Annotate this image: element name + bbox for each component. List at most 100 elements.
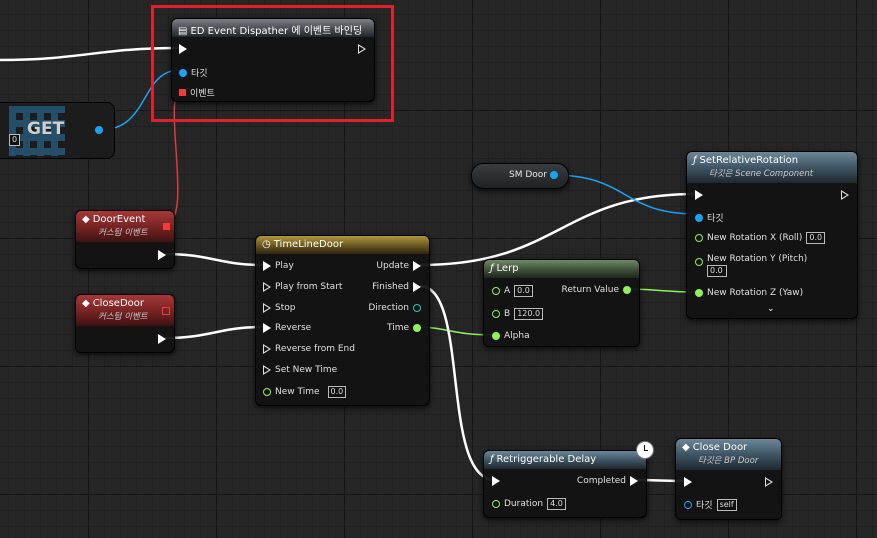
delay-completed-label: Completed xyxy=(576,476,626,486)
door-event-delegate-pin[interactable] xyxy=(163,223,170,230)
lerp-title: Lerp xyxy=(496,263,519,274)
timeline-direction-pin[interactable]: Direction xyxy=(364,303,421,313)
delay-duration-field[interactable]: 4.0 xyxy=(547,498,566,510)
set-rotation-z-pin[interactable]: New Rotation Z (Yaw) xyxy=(695,288,807,298)
exec-in-icon xyxy=(263,365,271,375)
door-event-exec-out[interactable] xyxy=(158,250,166,260)
event-diamond-icon: ◆ xyxy=(82,214,90,225)
delegate-pin-icon xyxy=(179,89,186,96)
timeline-stop-pin[interactable]: Stop xyxy=(263,303,299,313)
timeline-finished-pin[interactable]: Finished xyxy=(368,282,421,292)
close-door-exec-in[interactable] xyxy=(684,477,692,487)
get-output-pin[interactable] xyxy=(95,126,103,134)
bind-target-label: 타깃 xyxy=(191,69,208,79)
target-pin-icon xyxy=(179,68,187,77)
delay-exec-in[interactable] xyxy=(492,476,500,486)
object-pin-icon xyxy=(684,500,692,509)
wire-exec-update-setrot xyxy=(419,192,696,267)
exec-in-icon xyxy=(695,190,703,200)
timeline-node[interactable]: ◷TimeLineDoor Play Play from Start Stop … xyxy=(255,235,430,406)
close-door-event-subtitle: 커스텀 이벤트 xyxy=(98,312,148,322)
set-relative-rotation-subtitle: 타깃은 Scene Component xyxy=(709,169,814,179)
function-icon: ƒ xyxy=(490,454,494,465)
set-rotation-y-label: New Rotation Y (Pitch) xyxy=(707,254,808,264)
bind-exec-out[interactable] xyxy=(358,44,366,54)
function-icon: ƒ xyxy=(490,263,494,274)
timeline-reverse-from-end-pin[interactable]: Reverse from End xyxy=(263,344,359,354)
timeline-set-new-time-label: Set New Time xyxy=(275,365,338,375)
set-rotation-target-pin[interactable]: 타깃 xyxy=(695,211,728,224)
float-pin-icon xyxy=(413,324,421,332)
lerp-return-label: Return Value xyxy=(561,285,619,295)
timeline-play-from-start-label: Play from Start xyxy=(275,282,343,292)
set-rotation-y-field[interactable]: 0.0 xyxy=(707,265,727,277)
sm-door-output-pin[interactable] xyxy=(550,171,558,179)
set-rotation-exec-in[interactable] xyxy=(695,190,703,200)
close-door-event-exec-out[interactable] xyxy=(158,334,166,344)
exec-in-icon xyxy=(263,282,271,292)
timeline-set-new-time-pin[interactable]: Set New Time xyxy=(263,365,341,375)
timeline-direction-label: Direction xyxy=(368,303,409,313)
exec-out-icon xyxy=(413,261,421,271)
sm-door-variable-node[interactable]: SM Door xyxy=(471,163,569,189)
bind-target-pin[interactable]: 타깃 xyxy=(179,66,212,79)
exec-out-icon xyxy=(358,44,366,54)
get-index-field[interactable]: 0 xyxy=(9,134,21,146)
exec-out-icon xyxy=(158,250,166,260)
exec-out-icon xyxy=(841,190,849,200)
wire-exec-finished-delay xyxy=(419,284,496,482)
function-diamond-icon: ◆ xyxy=(682,442,690,453)
lerp-b-label: B xyxy=(504,309,511,319)
set-rotation-target-label: 타깃 xyxy=(707,214,724,224)
timeline-new-time-field[interactable]: 0.0 xyxy=(327,386,347,398)
timeline-time-pin[interactable]: Time xyxy=(383,323,421,333)
function-icon: ƒ xyxy=(693,155,697,166)
get-array-node[interactable]: GET 0 xyxy=(0,102,115,159)
close-door-event-node[interactable]: ◆CloseDoor 커스텀 이벤트 xyxy=(75,294,175,353)
lerp-a-label: A xyxy=(504,286,511,296)
set-rotation-exec-out[interactable] xyxy=(841,190,849,200)
float-pin-icon xyxy=(263,388,271,396)
exec-out-icon xyxy=(158,334,166,344)
lerp-b-field[interactable]: 120.0 xyxy=(514,308,544,320)
timeline-update-pin[interactable]: Update xyxy=(372,261,421,271)
set-rotation-x-pin[interactable]: New Rotation X (Roll)0.0 xyxy=(695,232,826,244)
get-node-label: GET xyxy=(27,119,65,139)
delay-completed-pin[interactable]: Completed xyxy=(573,476,638,486)
sm-door-label: SM Door xyxy=(509,170,547,180)
bind-event-node[interactable]: ▤ED Event Dispather 에 이벤트 바인딩 타깃 이벤트 xyxy=(171,18,375,102)
close-door-exec-out[interactable] xyxy=(765,477,773,487)
lerp-a-field[interactable]: 0.0 xyxy=(514,285,533,297)
close-door-function-title: Close Door xyxy=(692,442,748,453)
bind-event-pin[interactable]: 이벤트 xyxy=(179,86,219,99)
set-rotation-y-pin[interactable]: New Rotation Y (Pitch)0.0 xyxy=(695,254,811,277)
timeline-reverse-label: Reverse xyxy=(275,323,312,333)
close-door-function-header: ◆Close Door 타깃은 BP Door xyxy=(676,439,781,470)
timeline-reverse-pin[interactable]: Reverse xyxy=(263,323,315,333)
door-event-node[interactable]: ◆DoorEvent 커스텀 이벤트 xyxy=(75,210,175,269)
lerp-return-pin[interactable]: Return Value xyxy=(558,285,631,295)
timeline-play-pin[interactable]: Play xyxy=(263,261,298,271)
lerp-alpha-pin[interactable]: Alpha xyxy=(492,331,534,341)
timeline-header: ◷TimeLineDoor xyxy=(256,236,429,254)
close-door-target-field[interactable]: self xyxy=(716,498,737,511)
set-rotation-x-field[interactable]: 0.0 xyxy=(806,232,826,244)
expand-chevron-icon[interactable]: ⌄ xyxy=(767,304,775,314)
timeline-play-from-start-pin[interactable]: Play from Start xyxy=(263,282,346,292)
exec-in-icon xyxy=(179,44,187,54)
close-door-target-label: 타깃 xyxy=(696,501,713,511)
bind-exec-in[interactable] xyxy=(179,44,187,54)
close-door-event-delegate-pin[interactable] xyxy=(162,307,170,315)
float-pin-icon xyxy=(695,258,703,266)
